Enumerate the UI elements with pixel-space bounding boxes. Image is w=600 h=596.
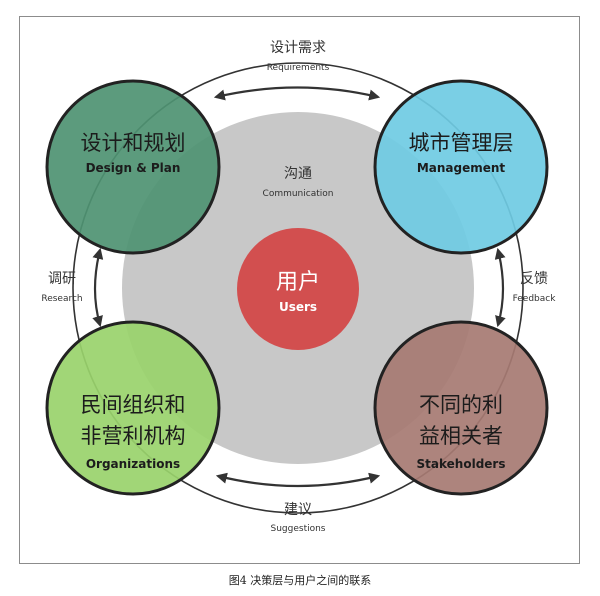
decision-diagram: 设计和规划 Design & Plan 城市管理层 Management 民间组… [41,40,557,534]
users-en-label: Users [279,300,317,314]
research-arrow [92,247,104,328]
requirements-arrow [213,86,381,101]
connection-ring [72,62,524,514]
management-cn-label: 城市管理层 [409,131,514,155]
communication-en-label: Communication [263,189,334,199]
feedback-arrow [494,247,506,328]
design-plan-en-label: Design & Plan [86,161,181,175]
research-cn-label: 调研 [48,271,76,287]
users-cn-label: 用户 [276,270,320,295]
organizations-cn-line2: 非营利机构 [81,424,186,448]
requirements-cn-label: 设计需求 [270,40,326,56]
stakeholders-en-label: Stakeholders [417,457,506,471]
feedback-en-label: Feedback [513,294,557,304]
organizations-circle [45,320,221,496]
design-plan-circle [45,79,221,255]
figure-caption: 图4 决策层与用户之间的联系 [228,574,372,587]
requirements-en-label: Requirements [267,63,330,73]
organizations-en-label: Organizations [86,457,180,471]
feedback-cn-label: 反馈 [520,271,548,287]
suggestions-cn-label: 建议 [284,502,312,518]
management-en-label: Management [417,161,506,175]
suggestions-arrow [215,472,381,488]
stakeholders-cn-line1: 不同的利 [419,393,503,417]
design-plan-cn-label: 设计和规划 [81,131,186,155]
organizations-cn-line1: 民间组织和 [81,393,186,417]
management-circle [373,79,549,255]
suggestions-en-label: Suggestions [271,524,326,534]
research-en-label: Research [41,294,82,304]
stakeholders-cn-line2: 益相关者 [419,424,503,448]
communication-cn-label: 沟通 [284,166,312,182]
users-circle [237,228,359,350]
stakeholders-circle [373,320,549,496]
